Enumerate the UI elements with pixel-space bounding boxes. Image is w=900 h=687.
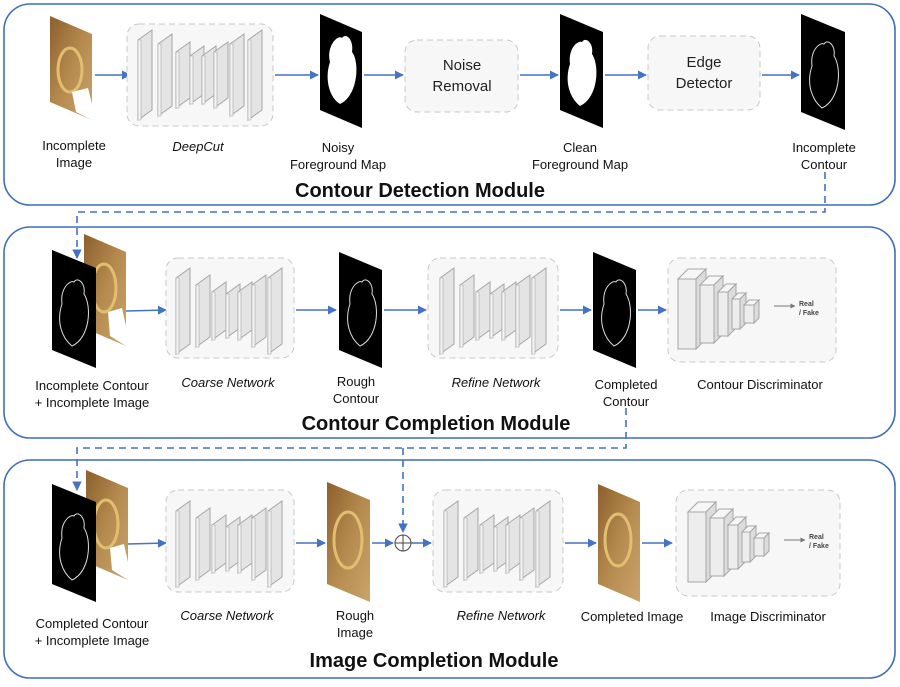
network-layer-edge [247, 39, 252, 121]
network-layer-edge [237, 291, 242, 341]
network-layer-edge [189, 55, 194, 105]
network-layer-edge [501, 291, 506, 341]
noise-removal-box [404, 39, 519, 113]
network-layer-edge [237, 524, 242, 574]
completed-contour-thumb [593, 252, 636, 368]
network-layer-edge [531, 277, 536, 355]
discriminator-block-side [753, 298, 760, 325]
contour-completion-module-title: Contour Completion Module [301, 413, 571, 435]
contour-detection-module-title: Contour Detection Module [295, 180, 545, 202]
real-fake-label: Real/ Fake [799, 301, 819, 317]
network-layer-edge [439, 277, 444, 355]
rough-contour-thumb [339, 252, 382, 368]
edge-detector-box [647, 35, 761, 111]
refine-network-layers [443, 500, 551, 588]
arrow [125, 305, 167, 315]
discriminator-block [731, 298, 741, 330]
network-layer-edge [251, 517, 256, 581]
discriminator-block [743, 304, 755, 324]
network-layer-edge [175, 277, 180, 355]
real-fake-label: Real/ Fake [809, 534, 829, 550]
row2-input-label: Incomplete Contour+ Incomplete Image [34, 378, 150, 410]
network-layer-edge [211, 524, 216, 574]
image-discriminator-label: Image Discriminator [710, 609, 826, 624]
clean-foreground-map-thumb [560, 14, 603, 128]
network-layer-edge [479, 524, 484, 574]
refine-network-layers [439, 267, 547, 355]
network-layer-edge [459, 284, 464, 348]
completed-image-label: Completed Image [580, 609, 684, 624]
network-layer-edge [505, 524, 510, 574]
deepcut-label: DeepCut [172, 139, 224, 154]
image-completion-module-title: Image Completion Module [309, 650, 559, 672]
incomplete-contour-thumb [801, 14, 845, 130]
network-layer-edge [475, 291, 480, 341]
network-layer-edge [201, 55, 206, 105]
network-layer-edge [211, 291, 216, 341]
refine-network-label: Refine Network [456, 608, 546, 623]
contour-discriminator-blocks [676, 267, 761, 351]
network-layer-edge [251, 284, 256, 348]
network-layer-edge [229, 43, 234, 117]
discriminator-block [687, 511, 707, 583]
discriminator-block [677, 278, 697, 350]
completed-image-thumb [598, 484, 640, 602]
rough-image-thumb [327, 482, 370, 602]
network-layer-edge [195, 517, 200, 581]
coarse-network-label: Coarse Network [181, 375, 275, 390]
completed-contour-thumb [52, 484, 96, 602]
network-layer-edge [225, 526, 230, 572]
incomplete-contour-thumb [52, 250, 96, 368]
coarse-network-layers [175, 500, 283, 588]
row3-input-label: Completed Contour+ Incomplete Image [34, 616, 150, 648]
discriminator-block [709, 517, 725, 577]
coarse-network-label: Coarse Network [180, 608, 274, 623]
dashed-connector [72, 172, 826, 259]
network-layer-edge [175, 51, 180, 109]
discriminator-block [699, 284, 715, 344]
network-layer-edge [519, 517, 524, 581]
network-layer-edge [489, 293, 494, 339]
discriminator-block [717, 291, 729, 337]
network-layer-edge [157, 43, 162, 117]
network-layer-edge [137, 39, 142, 121]
concat-operator [394, 534, 412, 552]
dashed-connector [72, 408, 627, 491]
refine-network-label: Refine Network [451, 375, 541, 390]
network-layer-edge [225, 293, 230, 339]
network-layer-edge [515, 284, 520, 348]
discriminator-block-side [763, 531, 770, 558]
incomplete-image-thumb [86, 470, 128, 580]
discriminator-block [727, 524, 739, 570]
discriminator-block [753, 537, 765, 557]
coarse-network-layers [175, 267, 283, 355]
incomplete-image-thumb [50, 16, 92, 120]
network-layer-edge [195, 284, 200, 348]
network-layer-edge [443, 510, 448, 588]
network-layer-edge [535, 510, 540, 588]
discriminator-block [741, 531, 751, 563]
deepcut-layers [137, 29, 263, 121]
network-layer-edge [267, 510, 272, 588]
image-discriminator-blocks [686, 500, 771, 584]
contour-discriminator-label: Contour Discriminator [697, 377, 823, 392]
noisy-foreground-map-thumb [320, 14, 362, 128]
network-layer-edge [213, 51, 218, 109]
network-layer-edge [175, 510, 180, 588]
network-layer-edge [463, 517, 468, 581]
network-layer-edge [267, 277, 272, 355]
network-layer-edge [493, 526, 498, 572]
arrow [127, 538, 167, 548]
